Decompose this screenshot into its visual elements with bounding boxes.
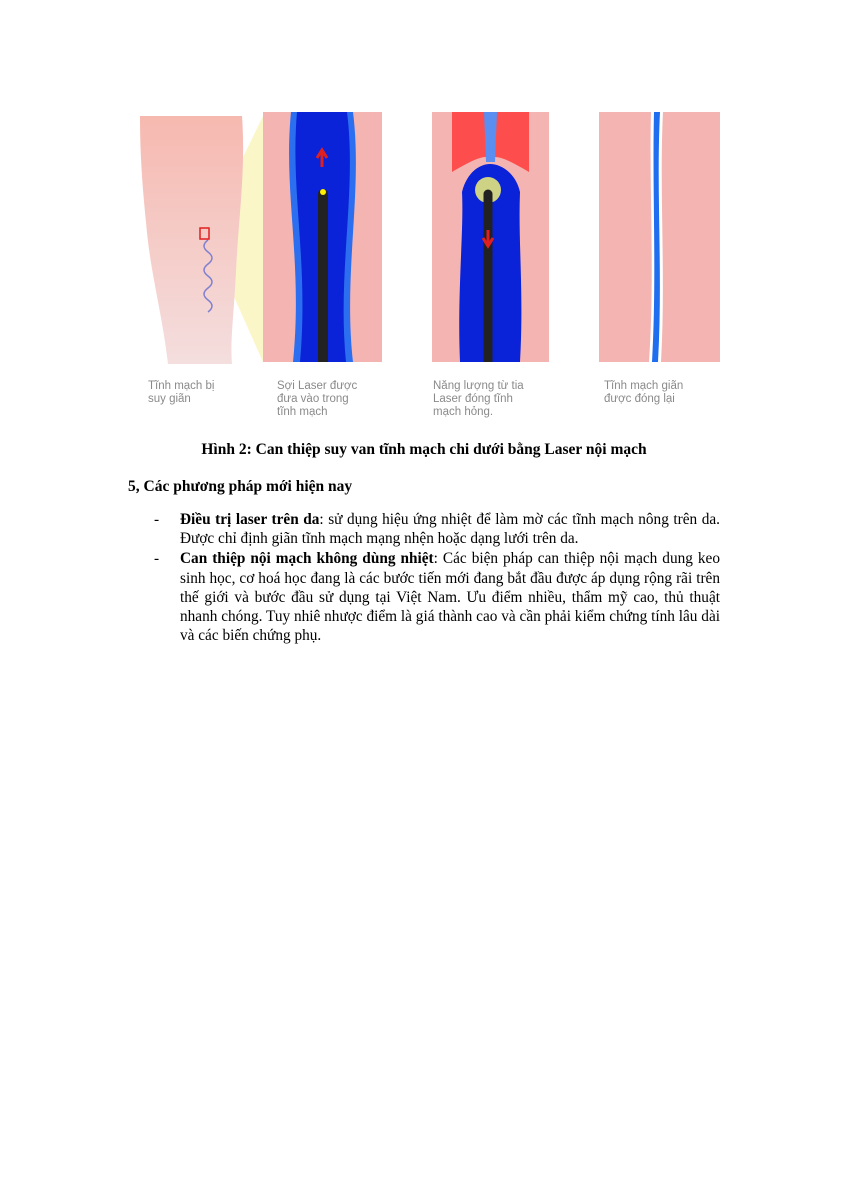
list-item-term: Can thiệp nội mạch không dùng nhiệt: [180, 550, 434, 568]
leg-illustration: [140, 116, 263, 364]
figure-label-varicose-vein: Tĩnh mạch bị suy giãn: [148, 380, 215, 405]
figure-label-laser-energy: Năng lượng từ tia Laser đóng tĩnh mạch h…: [433, 380, 524, 418]
list-item: - Can thiệp nội mạch không dùng nhiệt: C…: [150, 549, 720, 645]
list-item-term: Điều trị laser trên da: [180, 511, 320, 528]
figure-label-vein-closed: Tĩnh mạch giãn được đóng lại: [604, 380, 684, 405]
list-item: - Điều trị laser trên da: sử dụng hiệu ứ…: [150, 510, 720, 548]
laser-energy-illustration: [432, 112, 549, 362]
list-item-text: : Các biện pháp can thiệp nội mạch dung …: [180, 550, 720, 645]
figure-label-laser-fiber: Sợi Laser được đưa vào trong tĩnh mạch: [277, 380, 358, 418]
section-title: 5, Các phương pháp mới hiện nay: [128, 478, 353, 495]
laser-figure: Tĩnh mạch bị suy giãn Sợi Laser được đưa…: [138, 112, 720, 424]
laser-fiber-insertion-illustration: [263, 112, 382, 362]
figure-caption: Hình 2: Can thiệp suy van tĩnh mạch chi …: [201, 441, 647, 458]
closed-vein-illustration: [599, 112, 720, 362]
bullet-dash: -: [154, 550, 160, 568]
bullet-dash: -: [154, 511, 160, 528]
methods-list: - Điều trị laser trên da: sử dụng hiệu ứ…: [150, 510, 720, 646]
list-item-text: : sử dụng hiệu ứng nhiệt để làm mờ các t…: [180, 511, 720, 548]
